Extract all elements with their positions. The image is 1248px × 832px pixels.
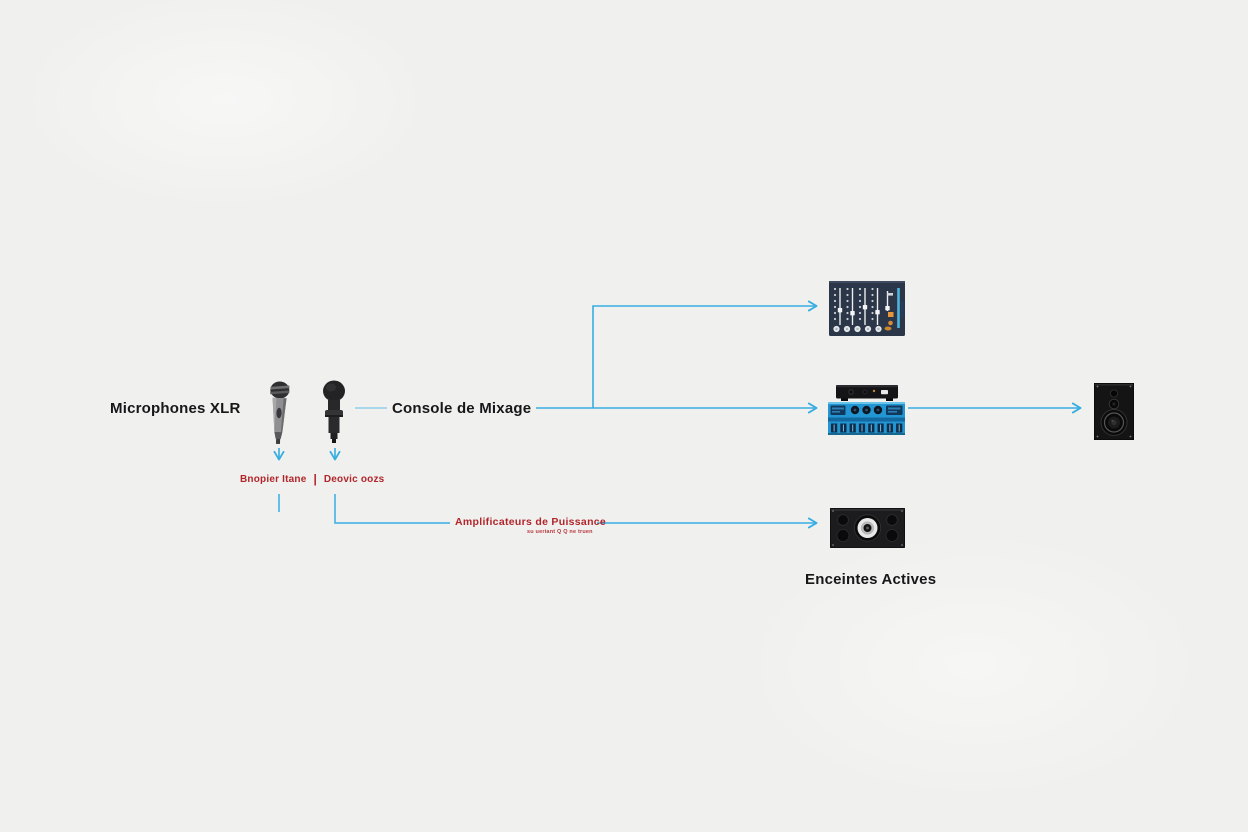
mic2-model-label: Deovic oozs xyxy=(323,473,385,485)
microphones-label: Microphones XLR xyxy=(110,400,241,417)
studio-monitor-speaker-icon xyxy=(1094,383,1134,440)
xlr-black-mic-icon xyxy=(320,380,348,447)
arrow-console-to-mixer xyxy=(592,300,818,408)
speakers-label: Enceintes Actives xyxy=(805,571,937,588)
amplifiers-subtext: su ueriant Q Q ne truen xyxy=(527,529,593,535)
power-amp-rack-icon xyxy=(828,402,905,435)
amplifiers-label: Amplificateurs de Puissance xyxy=(455,516,607,528)
link-mic2-to-amplabel xyxy=(334,494,450,524)
mic-model-labels: Bnopier Itane | Deovic oozs xyxy=(240,472,384,486)
mic1-model-label: Bnopier Itane xyxy=(240,473,307,485)
active-speaker-icon xyxy=(830,508,905,548)
rack-unit-icon xyxy=(836,384,898,402)
mic-model-separator: | xyxy=(313,472,317,486)
console-label: Console de Mixage xyxy=(392,400,532,417)
xlr-dynamic-mic-icon xyxy=(266,381,292,447)
mixing-console-icon xyxy=(829,281,905,336)
